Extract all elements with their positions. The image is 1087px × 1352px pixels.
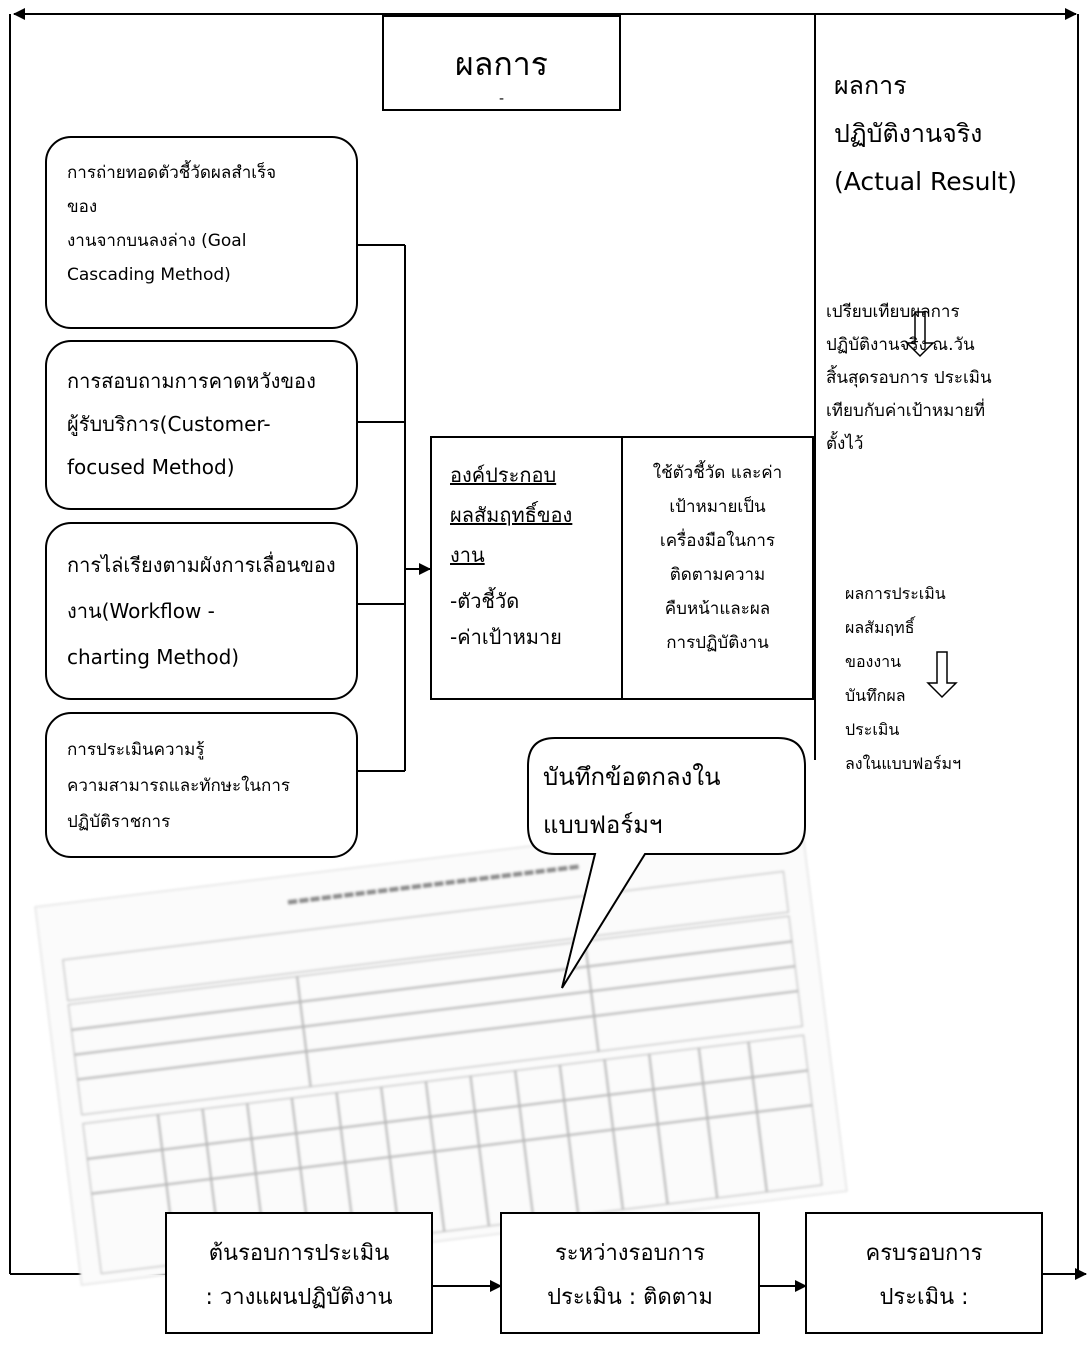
method-box-customer-focused: การสอบถามการคาดหวังของ ผู้รับบริการ(Cust…	[45, 340, 358, 510]
phase-box-start: ต้นรอบการประเมิน : วางแผนปฏิบัติงาน	[165, 1212, 433, 1334]
method-text: การประเมินความรู้ ความสามารถและทักษะในกา…	[67, 740, 291, 832]
component-heading: องค์ประกอบ ผลสัมฤทธิ์ของ งาน	[450, 463, 573, 567]
result-title-dash: -	[498, 91, 505, 107]
phase-text: ครบรอบการ ประเมิน :	[865, 1241, 983, 1310]
callout-text: บันทึกข้อตกลงใน แบบฟอร์มฯ	[543, 763, 721, 839]
method-box-goal-cascading: การถ่ายทอดตัวชี้วัดผลสำเร็จ ของ งานจากบน…	[45, 136, 358, 329]
component-item-indicator: -ตัวชี้วัด	[450, 589, 520, 613]
down-arrow-icon-2	[926, 651, 958, 699]
method-text: การถ่ายทอดตัวชี้วัดผลสำเร็จ ของ งานจากบน…	[67, 163, 277, 285]
actual-result-text: ผลการ ปฏิบัติงานจริง (Actual Result)	[834, 71, 1018, 196]
phase-text: ระหว่างรอบการ ประเมิน : ติดตาม	[547, 1241, 713, 1310]
phase-box-during: ระหว่างรอบการ ประเมิน : ติดตาม	[500, 1212, 760, 1334]
method-box-workflow: การไล่เรียงตามผังการเลื่อนของ งาน(Workfl…	[45, 522, 358, 700]
phase-box-end: ครบรอบการ ประเมิน :	[805, 1212, 1043, 1334]
phase-text: ต้นรอบการประเมิน : วางแผนปฏิบัติงาน	[205, 1241, 393, 1310]
component-box: องค์ประกอบ ผลสัมฤทธิ์ของ งาน -ตัวชี้วัด …	[430, 436, 623, 700]
method-box-knowledge: การประเมินความรู้ ความสามารถและทักษะในกา…	[45, 712, 358, 858]
usage-box: ใช้ตัวชี้วัด และค่า เป้าหมายเป็น เครื่อง…	[621, 436, 814, 700]
method-text: การสอบถามการคาดหวังของ ผู้รับบริการ(Cust…	[67, 369, 316, 479]
compare-text: เปรียบเทียบผลการ ปฏิบัติงานจริง ณ.วัน สิ…	[826, 302, 992, 454]
usage-text: ใช้ตัวชี้วัด และค่า เป้าหมายเป็น เครื่อง…	[652, 463, 783, 653]
result-title: ผลการ	[455, 45, 548, 83]
result-title-box: ผลการ -	[382, 15, 621, 111]
method-text: การไล่เรียงตามผังการเลื่อนของ งาน(Workfl…	[67, 553, 336, 669]
component-item-target: -ค่าเป้าหมาย	[450, 625, 562, 649]
evaluation-result-text: ผลการประเมิน ผลสัมฤทธิ์ ของงาน บันทึกผล …	[845, 584, 962, 773]
down-arrow-icon-1	[905, 311, 935, 358]
speech-bubble	[527, 737, 806, 989]
